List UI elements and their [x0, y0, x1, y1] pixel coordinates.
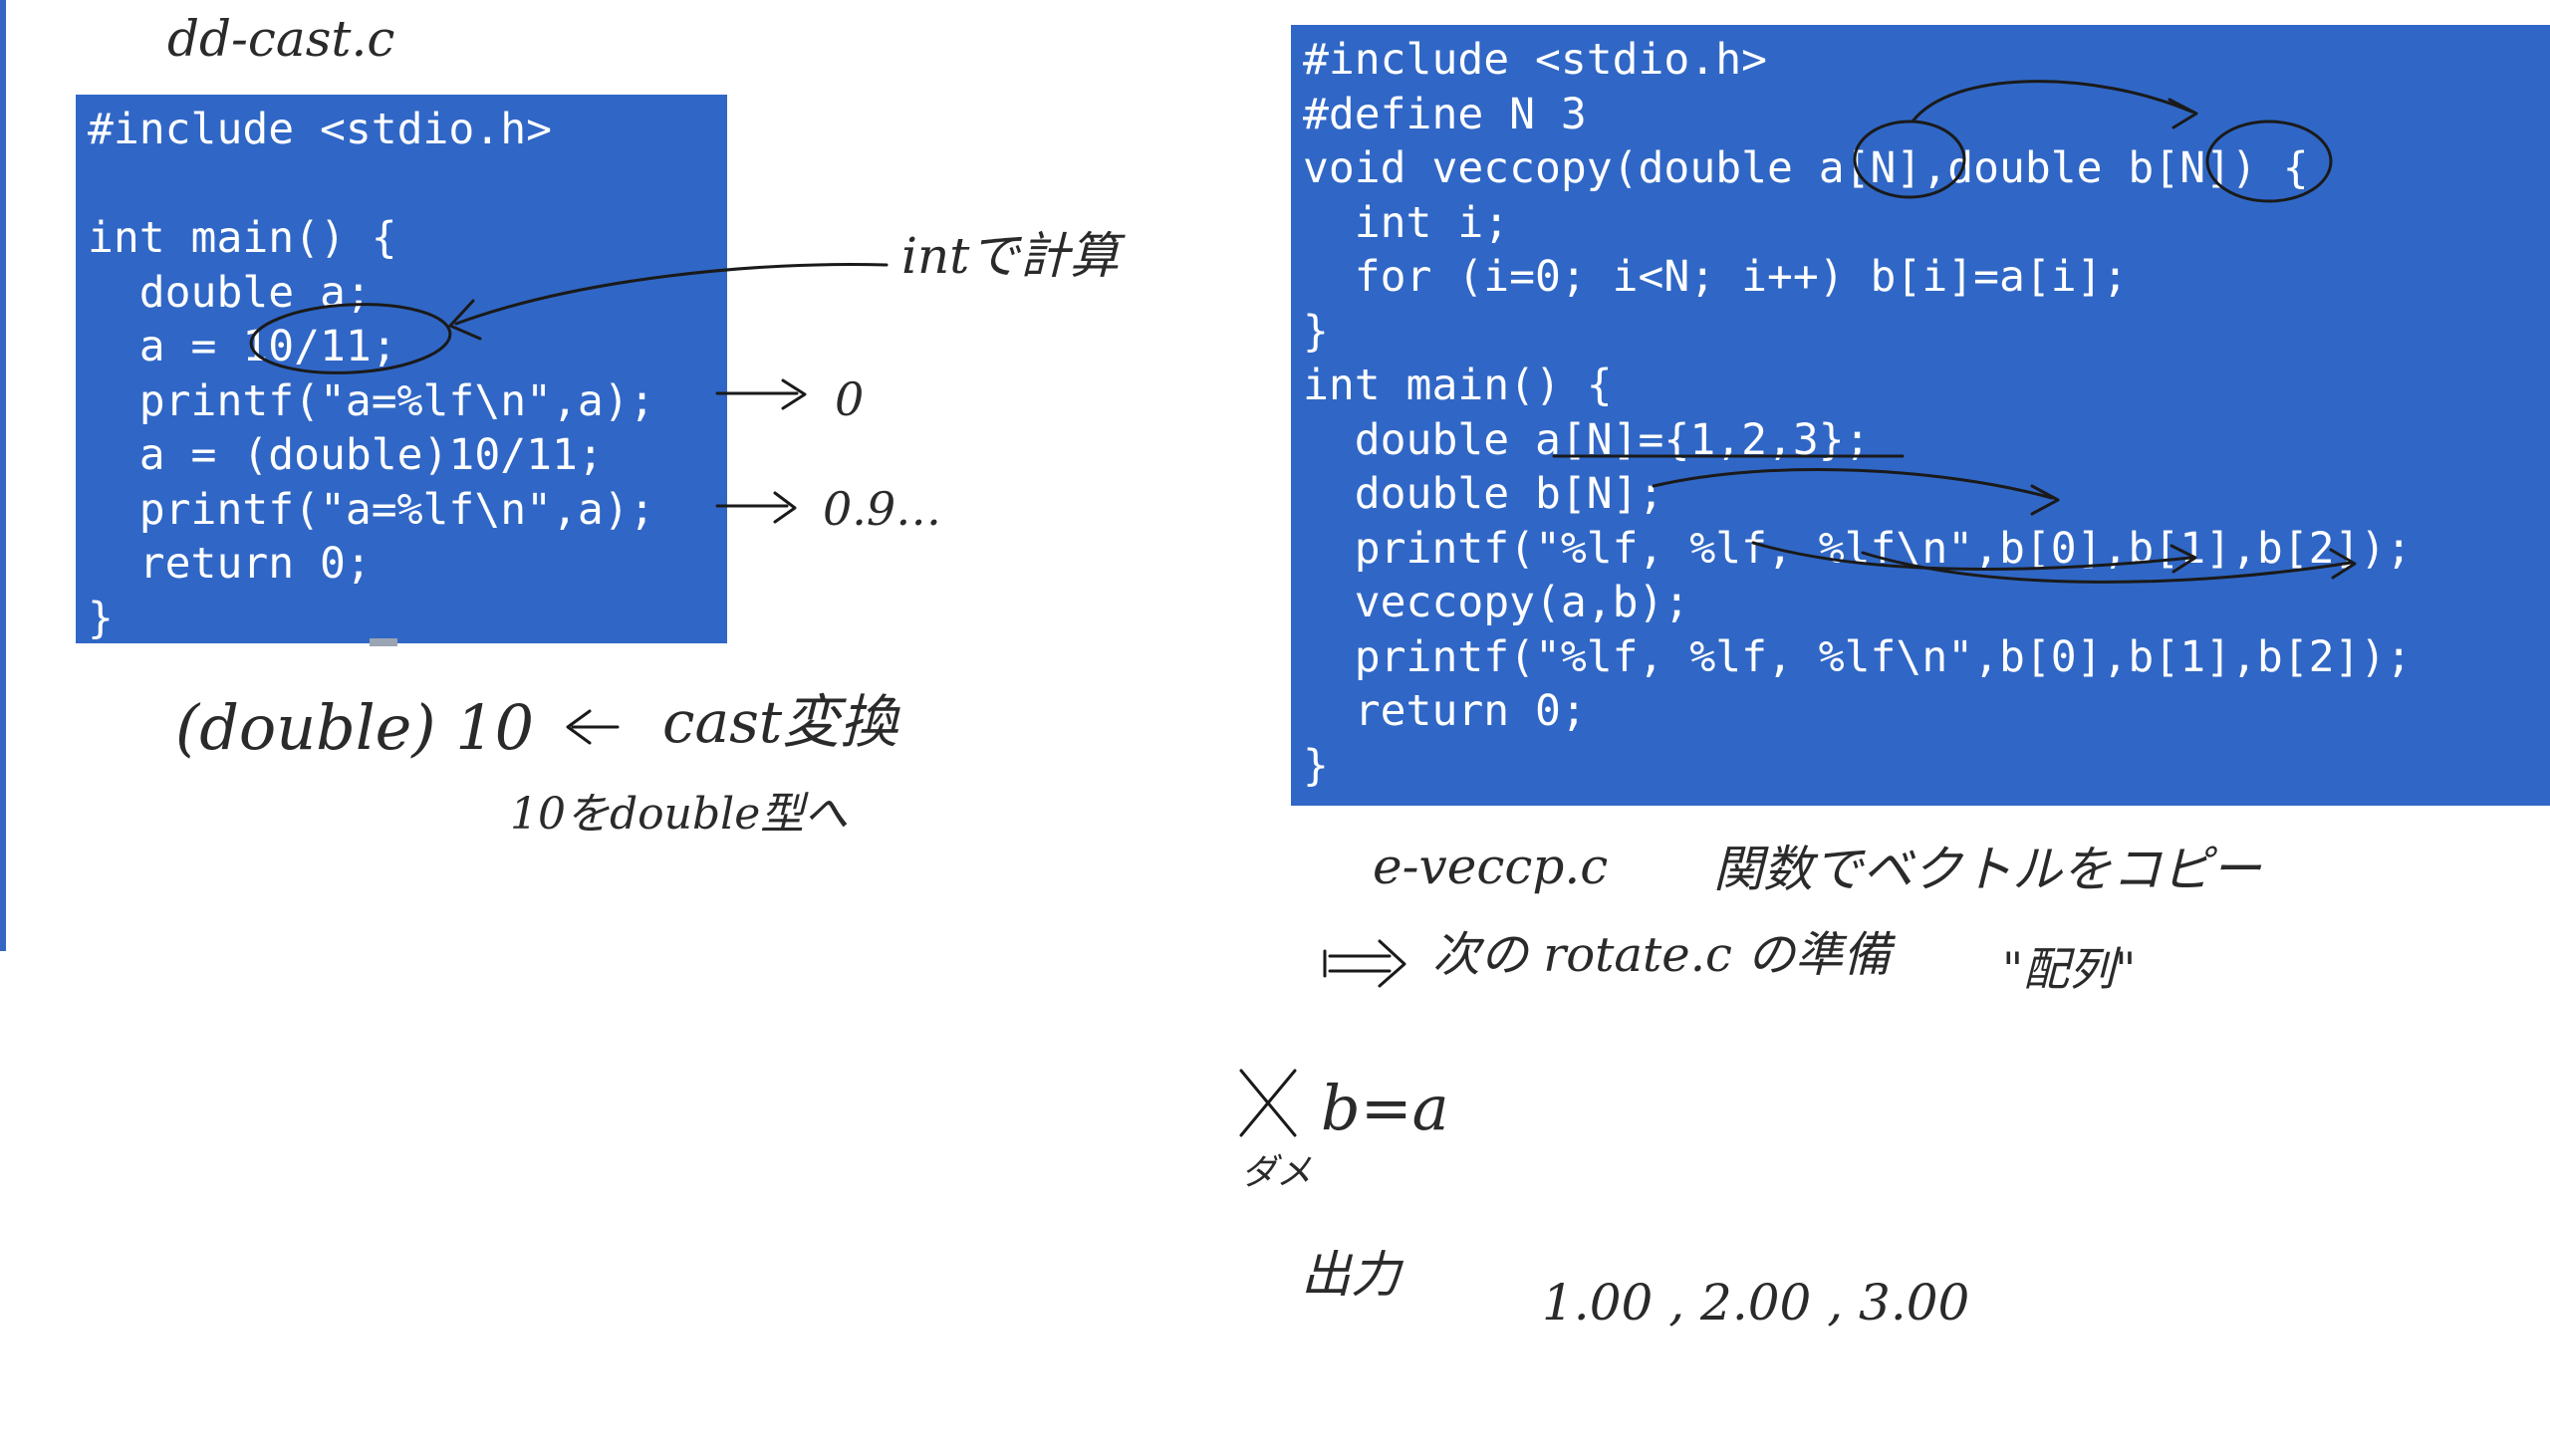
right-code-line-4: int i;: [1303, 197, 1510, 248]
note-cast-expr: (double) 10: [175, 691, 535, 764]
note-right-description: 関数でベクトルをコピー: [1713, 841, 2261, 898]
left-filename-note: dd-cast.c: [167, 10, 395, 68]
note-wrong-code: b=a: [1321, 1072, 1449, 1144]
right-code-block: #include <stdio.h> #define N 3 void vecc…: [1291, 25, 2550, 806]
left-code-line-8: printf("a=%lf\n",a);: [88, 484, 655, 535]
note-next-prep: 次の rotate.c の準備: [1432, 927, 1892, 983]
right-code-line-7: int main() {: [1303, 361, 1613, 410]
note-result-zero: 0: [835, 372, 865, 426]
note-result-decimal: 0.9…: [823, 482, 942, 536]
right-code-line-5: for (i=0; i<N; i++) b[i]=a[i];: [1303, 252, 2129, 302]
right-code-line-12: printf("%lf, %lf, %lf\n",b[0],b[1],b[2])…: [1303, 631, 2413, 682]
arrow-cast: [566, 709, 620, 745]
left-code-line-5: a = 10/11;: [88, 322, 397, 371]
note-wrong-label: ダメ: [1241, 1152, 1312, 1193]
left-edge-bar: [0, 0, 6, 951]
note-cast-desc: 10をdouble型へ: [510, 789, 849, 840]
x-mark: [1239, 1069, 1297, 1137]
right-code-line-14: }: [1303, 740, 1329, 791]
right-code-line-11: veccopy(a,b);: [1303, 578, 1690, 627]
note-array: "配列": [2002, 942, 2137, 996]
note-int-calc: intで計算: [901, 227, 1120, 285]
arrow-next: [1323, 949, 1392, 978]
scroll-thumb[interactable]: [370, 638, 397, 646]
left-code-line-1: #include <stdio.h>: [88, 105, 552, 154]
right-code-line-1: #include <stdio.h>: [1303, 35, 1767, 85]
right-code-line-6: }: [1303, 306, 1329, 357]
left-code-line-7: a = (double)10/11;: [88, 430, 604, 480]
note-cast-label: cast変換: [662, 688, 898, 756]
right-code-line-10: printf("%lf, %lf, %lf\n",b[0],b[1],b[2])…: [1303, 523, 2413, 574]
left-code-line-3: int main() {: [88, 213, 397, 263]
right-code-line-2: #define N 3: [1303, 89, 1587, 139]
left-code-line-9: return 0;: [88, 539, 372, 589]
right-code-line-9: double b[N];: [1303, 469, 1664, 519]
note-output-label: 出力: [1301, 1246, 1401, 1304]
note-output-values: 1.00 , 2.00 , 3.00: [1542, 1274, 1970, 1332]
left-code-line-10: }: [88, 593, 114, 643]
right-code-line-3: void veccopy(double a[N],double b[N]) {: [1303, 143, 2309, 193]
left-code-line-2: [88, 157, 727, 212]
right-code-line-8: double a[N]={1,2,3};: [1303, 414, 1871, 465]
left-code-line-6: printf("a=%lf\n",a);: [88, 375, 655, 426]
note-right-filename: e-veccp.c: [1373, 838, 1609, 895]
right-code-line-13: return 0;: [1303, 686, 1587, 736]
left-code-line-4: double a;: [88, 267, 372, 318]
left-code-block: #include <stdio.h> int main() { double a…: [76, 95, 727, 643]
